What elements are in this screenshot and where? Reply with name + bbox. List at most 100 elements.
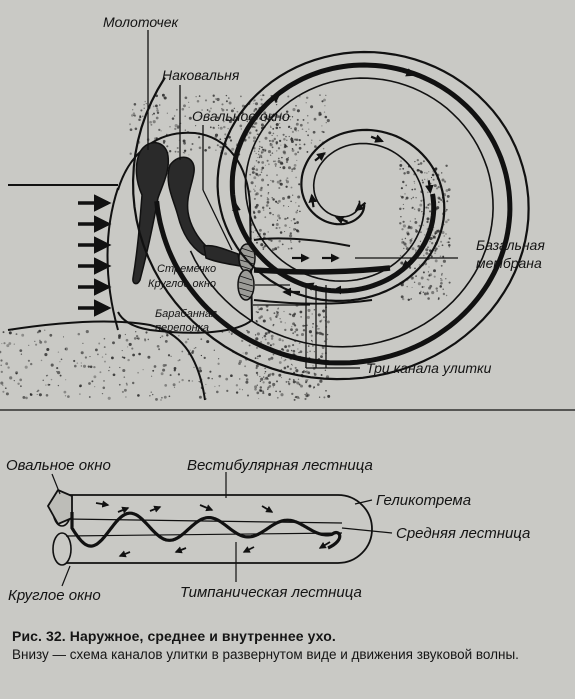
texture-dot [156, 107, 159, 110]
texture-dot [311, 341, 313, 343]
texture-dot [285, 179, 288, 181]
texture-dot [409, 220, 412, 222]
texture-dot [215, 149, 217, 151]
texture-dot [439, 285, 442, 288]
texture-dot [9, 376, 13, 380]
texture-dot [254, 205, 258, 209]
texture-dot [258, 148, 261, 150]
texture-dot [84, 356, 88, 359]
texture-dot [445, 210, 447, 212]
texture-dot [256, 391, 260, 395]
texture-dot [60, 358, 63, 361]
texture-dot [264, 120, 267, 123]
texture-dot [79, 384, 82, 388]
texture-dot [442, 255, 445, 258]
texture-dot [307, 122, 309, 124]
texture-dot [221, 108, 225, 112]
texture-dot [126, 384, 128, 386]
texture-dot [303, 143, 306, 146]
texture-dot [253, 103, 255, 105]
texture-dot [155, 397, 158, 401]
texture-dot [414, 220, 418, 224]
wave-flow-arrows [95, 500, 331, 558]
texture-dot [169, 374, 172, 377]
texture-dot [415, 197, 417, 199]
texture-dot [286, 217, 289, 219]
texture-dot [266, 174, 268, 177]
texture-dot [159, 336, 162, 339]
cochlea-base-membrane [253, 265, 391, 275]
texture-dot [8, 331, 12, 335]
texture-dot [112, 341, 115, 345]
texture-dot [306, 114, 309, 117]
texture-dot [307, 345, 310, 347]
texture-dot [269, 125, 272, 127]
texture-dot [253, 176, 257, 180]
texture-dot [287, 205, 290, 208]
texture-dot [268, 115, 271, 118]
texture-dot [276, 313, 279, 317]
texture-dot [318, 113, 321, 117]
texture-dot [438, 245, 440, 247]
texture-dot [80, 365, 82, 367]
texture-dot [305, 379, 309, 383]
texture-dot [305, 394, 309, 398]
texture-dot [267, 388, 269, 390]
texture-dot [285, 185, 288, 188]
texture-dot [19, 349, 23, 352]
texture-dot [3, 342, 6, 345]
texture-dot [135, 331, 137, 333]
texture-dot [258, 140, 261, 143]
texture-dot [221, 108, 223, 110]
texture-dot [108, 366, 111, 368]
texture-dot [251, 167, 255, 171]
texture-dot [297, 195, 301, 199]
texture-dot [319, 94, 321, 96]
texture-dot [407, 298, 410, 301]
cochlea-flow-arrows [232, 68, 434, 291]
texture-dot [294, 331, 296, 333]
texture-dot [254, 387, 257, 391]
oval-window-shape [46, 488, 73, 526]
texture-dot [310, 142, 312, 144]
texture-dot [252, 136, 257, 140]
texture-dot [273, 137, 276, 141]
texture-dot [262, 209, 265, 211]
texture-dot [256, 241, 258, 244]
texture-dot [279, 126, 281, 129]
texture-dot [440, 240, 443, 243]
texture-dot [129, 123, 131, 126]
texture-dot [64, 347, 68, 351]
texture-dot [0, 359, 3, 362]
texture-dot [268, 207, 271, 210]
texture-dot [271, 146, 274, 149]
texture-dot [255, 366, 258, 370]
texture-dot [274, 160, 277, 163]
texture-dot [111, 356, 114, 360]
texture-dot [283, 360, 285, 362]
texture-dot [292, 314, 294, 316]
texture-dot [278, 139, 282, 143]
texture-dot [311, 339, 313, 342]
texture-dot [260, 243, 264, 247]
texture-dot [131, 381, 135, 385]
texture-dot [295, 211, 298, 214]
texture-dot [258, 354, 261, 358]
texture-dot [440, 278, 442, 280]
texture-dot [248, 344, 251, 347]
canal-tube [62, 494, 373, 564]
texture-dot [0, 381, 4, 385]
texture-dot [427, 178, 429, 180]
texture-dot [441, 178, 445, 182]
texture-dot [166, 145, 169, 148]
flow-arrow [334, 215, 349, 225]
texture-dot [219, 138, 222, 141]
texture-dot [182, 139, 186, 143]
texture-dot [255, 371, 259, 375]
texture-dot [107, 396, 111, 400]
texture-dot [402, 203, 404, 205]
texture-dot [422, 254, 425, 257]
texture-dot [292, 194, 294, 196]
texture-dot [189, 148, 193, 151]
texture-dot [277, 160, 281, 163]
